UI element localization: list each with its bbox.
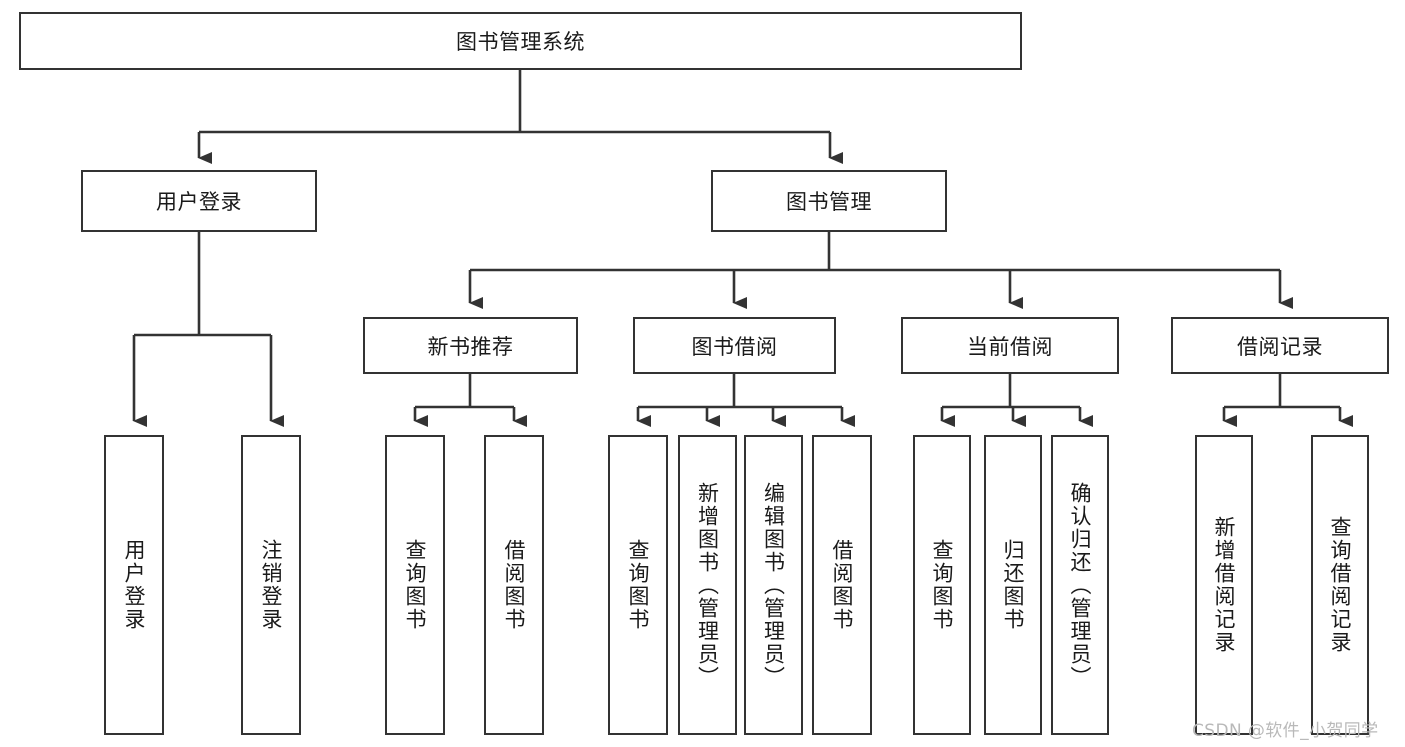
- node-label: 借阅图书: [502, 539, 527, 631]
- node-label: 查询图书: [403, 539, 428, 631]
- node-label: 注销登录: [259, 539, 284, 631]
- node-current-borrow[interactable]: 当前借阅: [901, 317, 1119, 374]
- node-label: 图书借阅: [691, 334, 778, 359]
- node-label: 查询图书: [930, 539, 955, 631]
- leaf-add-borrow-record[interactable]: 新增借阅记录: [1195, 435, 1253, 735]
- node-label: 新增借阅记录: [1212, 516, 1237, 654]
- node-label: 用户登录: [156, 190, 242, 214]
- node-label: 新书推荐: [427, 334, 514, 359]
- leaf-confirm-return-admin[interactable]: 确认归还（管理员）: [1051, 435, 1109, 735]
- node-label: 查询图书: [626, 539, 651, 631]
- node-borrow-record[interactable]: 借阅记录: [1171, 317, 1389, 374]
- node-book-borrow[interactable]: 图书借阅: [633, 317, 836, 374]
- node-label: 确认归还（管理员）: [1068, 481, 1093, 689]
- node-user-login[interactable]: 用户登录: [81, 170, 317, 232]
- node-label: 编辑图书（管理员）: [761, 481, 786, 689]
- node-new-book-recommend[interactable]: 新书推荐: [363, 317, 578, 374]
- node-label: 归还图书: [1001, 539, 1026, 631]
- leaf-borrow-book-recommend[interactable]: 借阅图书: [484, 435, 544, 735]
- leaf-user-logout[interactable]: 注销登录: [241, 435, 301, 735]
- node-label: 新增图书（管理员）: [695, 481, 720, 689]
- leaf-query-borrow-record[interactable]: 查询借阅记录: [1311, 435, 1369, 735]
- leaf-add-book-admin[interactable]: 新增图书（管理员）: [678, 435, 737, 735]
- leaf-borrow-book[interactable]: 借阅图书: [812, 435, 872, 735]
- node-label: 借阅记录: [1237, 334, 1323, 359]
- node-label: 借阅图书: [830, 539, 855, 631]
- node-label: 查询借阅记录: [1328, 516, 1353, 654]
- node-label: 图书管理系统: [456, 30, 585, 54]
- leaf-user-login[interactable]: 用户登录: [104, 435, 164, 735]
- watermark: CSDN @软件_小贺同学: [1192, 721, 1379, 741]
- node-root[interactable]: 图书管理系统: [19, 12, 1022, 70]
- leaf-query-book[interactable]: 查询图书: [608, 435, 668, 735]
- leaf-return-book[interactable]: 归还图书: [984, 435, 1042, 735]
- node-label: 当前借阅: [967, 334, 1053, 359]
- leaf-query-book-current[interactable]: 查询图书: [913, 435, 971, 735]
- leaf-edit-book-admin[interactable]: 编辑图书（管理员）: [744, 435, 803, 735]
- node-label: 用户登录: [122, 539, 147, 631]
- leaf-query-book-recommend[interactable]: 查询图书: [385, 435, 445, 735]
- node-label: 图书管理: [786, 190, 872, 214]
- node-book-management[interactable]: 图书管理: [711, 170, 947, 232]
